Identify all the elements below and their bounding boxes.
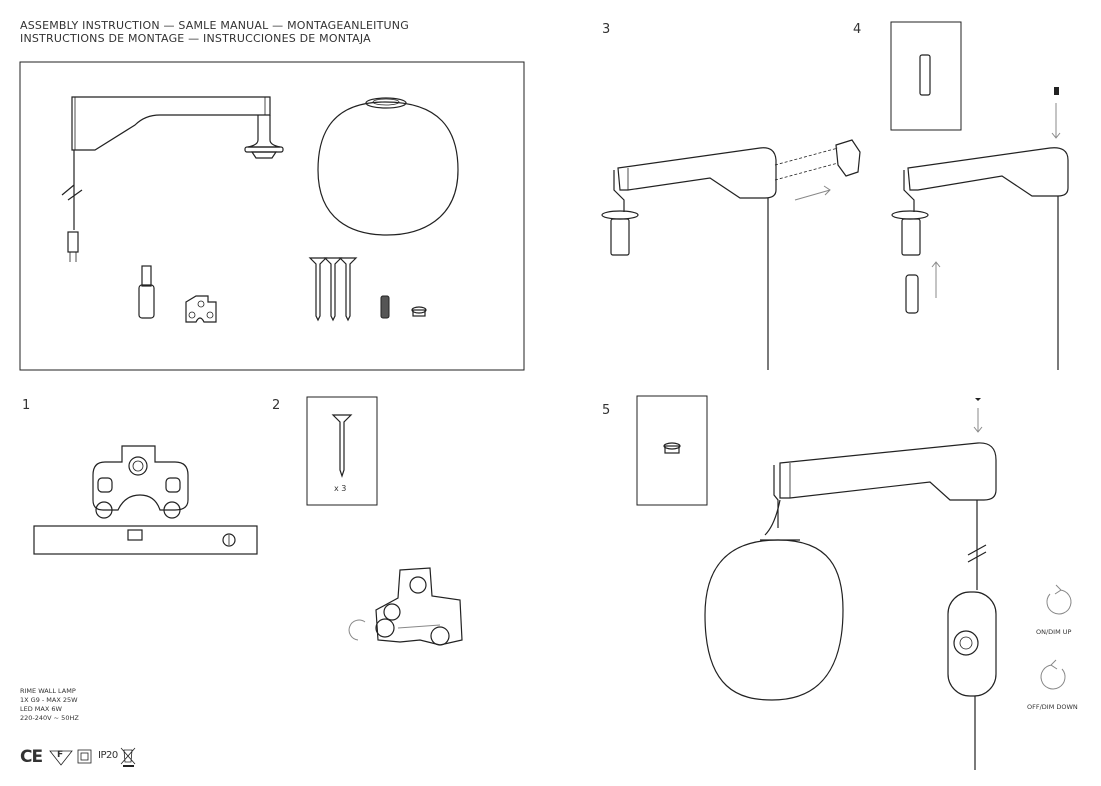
- spec-voltage: 220-240V ~ 50HZ: [20, 714, 79, 722]
- spec-bulb: 1X G9 - MAX 25W: [20, 696, 78, 704]
- set-screw-icon: [919, 54, 931, 96]
- cap-icon: [663, 442, 681, 454]
- certification-icons: [49, 747, 136, 767]
- title-line-1: ASSEMBLY INSTRUCTION — SAMLE MANUAL — MO…: [20, 19, 409, 32]
- down-arrow-icon: [1051, 103, 1061, 139]
- lamp-arm-part: [61, 96, 284, 262]
- step-5-assembled-lamp: [704, 398, 997, 770]
- screw-quantity: x 3: [334, 484, 347, 493]
- step-3-arm-to-wall: [601, 139, 861, 370]
- step-2-screw-box: [306, 396, 378, 506]
- up-arrow-icon: [931, 261, 941, 298]
- step-2-bracket-mounted: [348, 567, 463, 646]
- mounting-bracket-part: [185, 295, 217, 323]
- dimmer-on-label: ON/DIM UP: [1036, 628, 1072, 636]
- spec-name: RIME WALL LAMP: [20, 687, 76, 695]
- f-mark: F: [57, 750, 64, 760]
- step-3-label: 3: [602, 22, 611, 37]
- spec-led: LED MAX 6W: [20, 705, 62, 713]
- step-4-arm-and-bulb: [891, 87, 1069, 370]
- wall-plug-part: [380, 295, 390, 319]
- step-5-label: 5: [602, 403, 611, 418]
- step-1-bracket-level: [33, 445, 258, 555]
- title-line-2: INSTRUCTIONS DE MONTAGE — INSTRUCCIONES …: [20, 32, 371, 45]
- spec-block: RIME WALL LAMP 1X G9 - MAX 25W LED MAX 6…: [20, 687, 79, 723]
- parts-box: [19, 61, 525, 371]
- clockwise-arrow-icon: [1046, 584, 1072, 615]
- dimmer-off-label: OFF/DIM DOWN: [1027, 703, 1078, 711]
- ip-rating: IP20: [98, 750, 118, 761]
- screws-part: [308, 257, 358, 322]
- step-1-label: 1: [22, 398, 31, 413]
- step-4-setscrew-box: [890, 21, 962, 131]
- ce-mark: CE: [20, 747, 43, 767]
- counterclockwise-arrow-icon: [1040, 659, 1066, 690]
- arrow-icon: [794, 185, 831, 201]
- rotate-arrow-icon: [348, 619, 366, 641]
- cap-part: [411, 306, 427, 317]
- weee-bin-icon: [120, 747, 136, 767]
- step-4-label: 4: [853, 22, 862, 37]
- glass-shade-part: [317, 97, 459, 236]
- manual-title: ASSEMBLY INSTRUCTION — SAMLE MANUAL — MO…: [20, 19, 409, 45]
- down-arrow-icon: [973, 408, 983, 433]
- step-2-label: 2: [272, 398, 281, 413]
- screw-icon: [331, 414, 353, 478]
- step-5-cap-box: [636, 395, 708, 506]
- bulb-part: [138, 265, 155, 319]
